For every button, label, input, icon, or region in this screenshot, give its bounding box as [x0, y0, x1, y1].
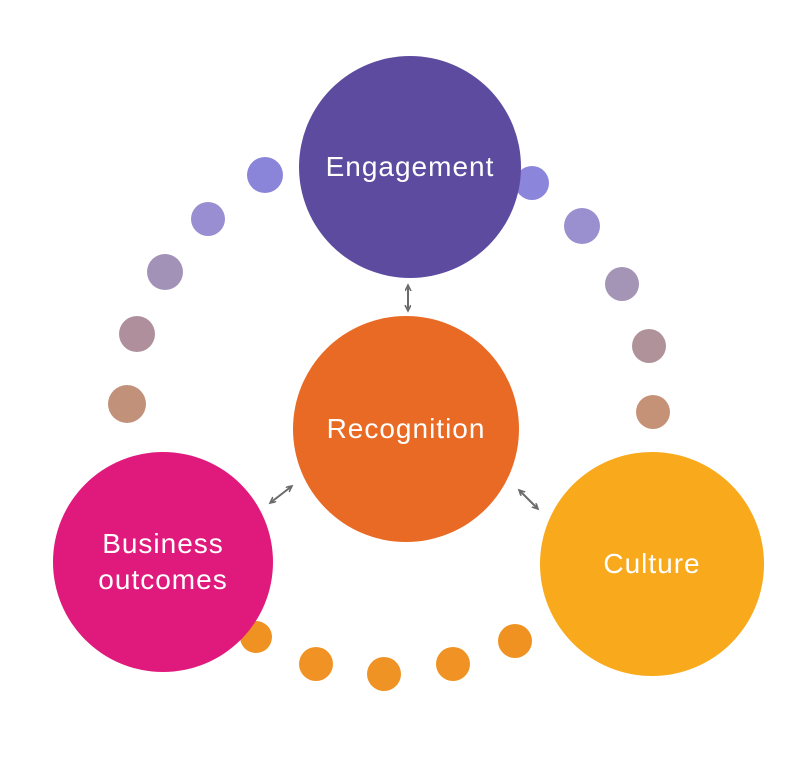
ring-dot [119, 316, 155, 352]
node-business-outcomes: Business outcomes [53, 452, 273, 672]
ring-dot [605, 267, 639, 301]
node-culture: Culture [540, 452, 764, 676]
ring-dot [436, 647, 470, 681]
ring-dot [632, 329, 666, 363]
ring-dot [564, 208, 600, 244]
node-business-outcomes-label: Business outcomes [98, 528, 228, 595]
node-engagement-label: Engagement [325, 151, 495, 183]
node-recognition-label: Recognition [326, 413, 486, 445]
node-recognition: Recognition [293, 316, 519, 542]
ring-dot [367, 657, 401, 691]
ring-dot [299, 647, 333, 681]
ring-dot [247, 157, 283, 193]
ring-dot [108, 385, 146, 423]
node-engagement: Engagement [299, 56, 521, 278]
ring-dot [498, 624, 532, 658]
ring-dot [191, 202, 225, 236]
ring-dot [147, 254, 183, 290]
ring-dot [636, 395, 670, 429]
node-culture-label: Culture [603, 548, 701, 580]
